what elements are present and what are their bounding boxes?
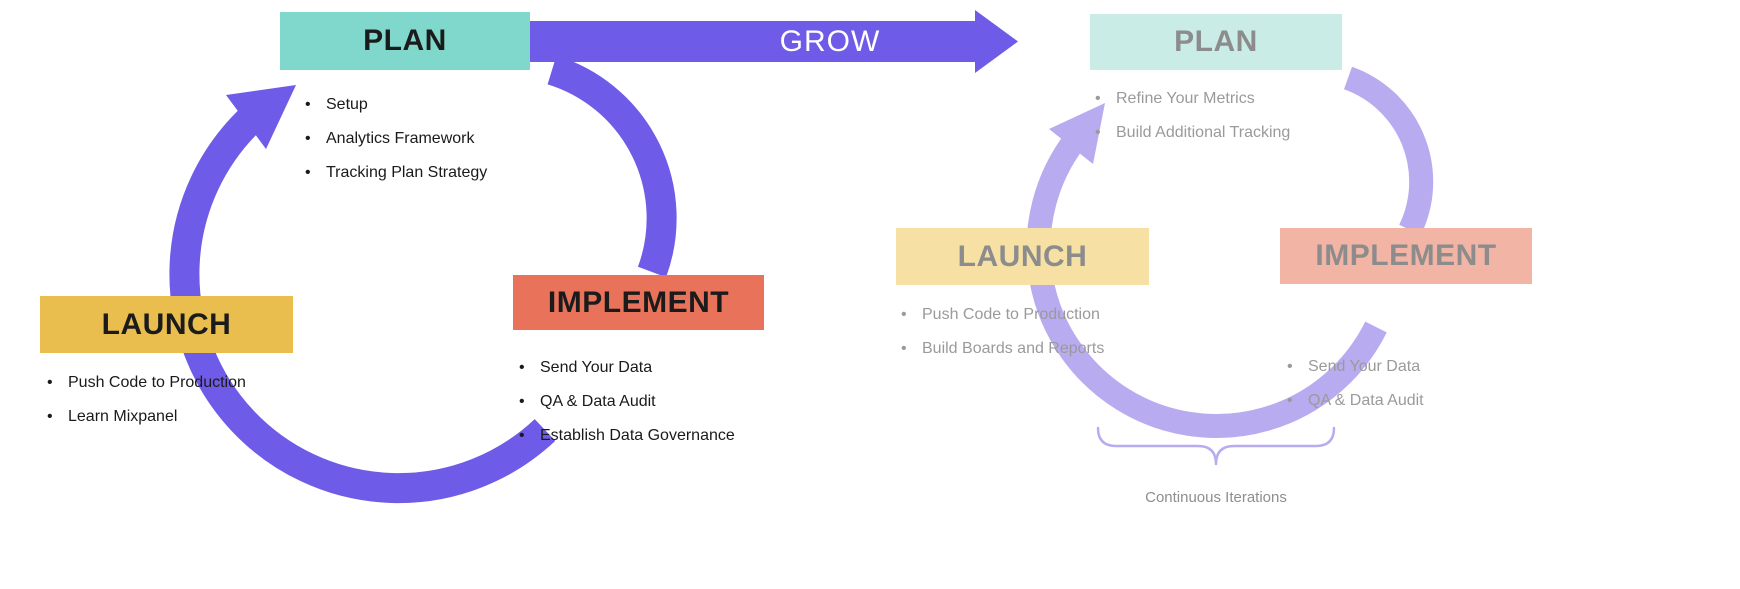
list-item: QA & Data Audit [1284,384,1424,418]
cycle2-launch-box: LAUNCH [896,228,1149,285]
cycle2-arrowhead-icon [1049,103,1105,164]
cycle1-plan-list: Setup Analytics Framework Tracking Plan … [302,88,487,190]
cycle1-launch-label: LAUNCH [101,307,232,341]
cycle1-plan-box: PLAN [280,12,530,70]
cycle1-implement-list: Send Your Data QA & Data Audit Establish… [516,351,735,453]
list-item: Tracking Plan Strategy [302,156,487,190]
cycle1-plan-to-implement-arc [547,55,677,278]
cycle2-launch-list: Push Code to Production Build Boards and… [898,298,1104,366]
list-item: Build Boards and Reports [898,332,1104,366]
list-item: Refine Your Metrics [1092,82,1290,116]
cycle2-implement-label: IMPLEMENT [1315,239,1497,272]
cycle1-plan-label: PLAN [363,24,447,57]
cycle2-launch-label: LAUNCH [957,239,1088,273]
cycle2-plan-list: Refine Your Metrics Build Additional Tra… [1092,82,1290,150]
grow-arrow-shape [530,10,1018,73]
cycle1-arrowhead-icon [226,85,296,149]
cycle2-plan-box: PLAN [1090,14,1342,70]
cycle1-launch-list: Push Code to Production Learn Mixpanel [44,366,246,434]
list-item: Build Additional Tracking [1092,116,1290,150]
cycle1-launch-box: LAUNCH [40,296,293,353]
continuous-iterations-brace [1096,426,1336,466]
cycle1-implement-box: IMPLEMENT [513,275,764,330]
list-item: Push Code to Production [44,366,246,400]
cycle2-plan-label: PLAN [1174,25,1258,58]
list-item: QA & Data Audit [516,385,735,419]
list-item: Send Your Data [1284,350,1424,384]
list-item: Push Code to Production [898,298,1104,332]
list-item: Send Your Data [516,351,735,385]
grow-arrow-label: GROW [779,25,881,58]
list-item: Setup [302,88,487,122]
continuous-iterations-label: Continuous Iterations [1145,489,1287,506]
list-item: Establish Data Governance [516,419,735,453]
cycle2-implement-box: IMPLEMENT [1280,228,1532,284]
list-item: Analytics Framework [302,122,487,156]
cycle1-implement-label: IMPLEMENT [547,285,730,319]
cycle2-plan-to-implement-arc [1343,66,1434,236]
list-item: Learn Mixpanel [44,400,246,434]
cycle2-implement-list: Send Your Data QA & Data Audit [1284,350,1424,418]
